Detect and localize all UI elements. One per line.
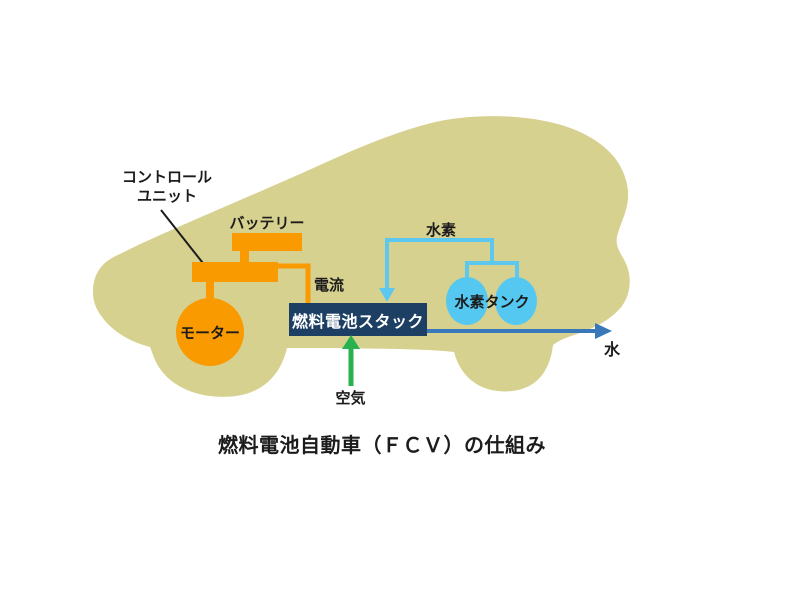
control-unit-box: [192, 262, 278, 282]
diagram-title: 燃料電池自動車（ＦＣＶ）の仕組み: [218, 433, 546, 457]
battery-connector: [240, 250, 249, 264]
water-label: 水: [603, 340, 620, 359]
control-unit-label-line1: コントロール: [121, 168, 212, 186]
motor-connector: [206, 281, 214, 300]
air-arrowhead-icon: [342, 335, 360, 349]
battery-label: バッテリー: [229, 214, 305, 232]
car-body-shape: [93, 116, 630, 397]
control-unit-pointer-line: [160, 209, 207, 268]
current-connector: [277, 263, 311, 303]
hydrogen-arrowhead-icon: [379, 288, 395, 302]
hydrogen-tank-1: [446, 277, 488, 325]
control-unit-label-line2: ユニット: [136, 187, 197, 206]
hydrogen-pipe: [385, 238, 494, 290]
hydrogen-tank-2: [495, 277, 537, 325]
water-arrowhead-icon: [595, 323, 612, 339]
hydrogen-label: 水素: [425, 221, 456, 239]
hydrogen-tank-manifold: [465, 261, 519, 279]
current-label: 電流: [313, 276, 344, 294]
fuel-cell-stack-box: [289, 303, 427, 336]
fuel-cell-stack-label: 燃料電池スタック: [291, 311, 424, 331]
motor-label: モーター: [179, 324, 240, 342]
hydrogen-tank-label: 水素タンク: [454, 293, 530, 311]
battery-box: [232, 233, 302, 251]
motor-circle: [176, 298, 244, 366]
control-unit-label: コントロール ユニット: [108, 168, 226, 206]
air-label: 空気: [335, 389, 366, 407]
